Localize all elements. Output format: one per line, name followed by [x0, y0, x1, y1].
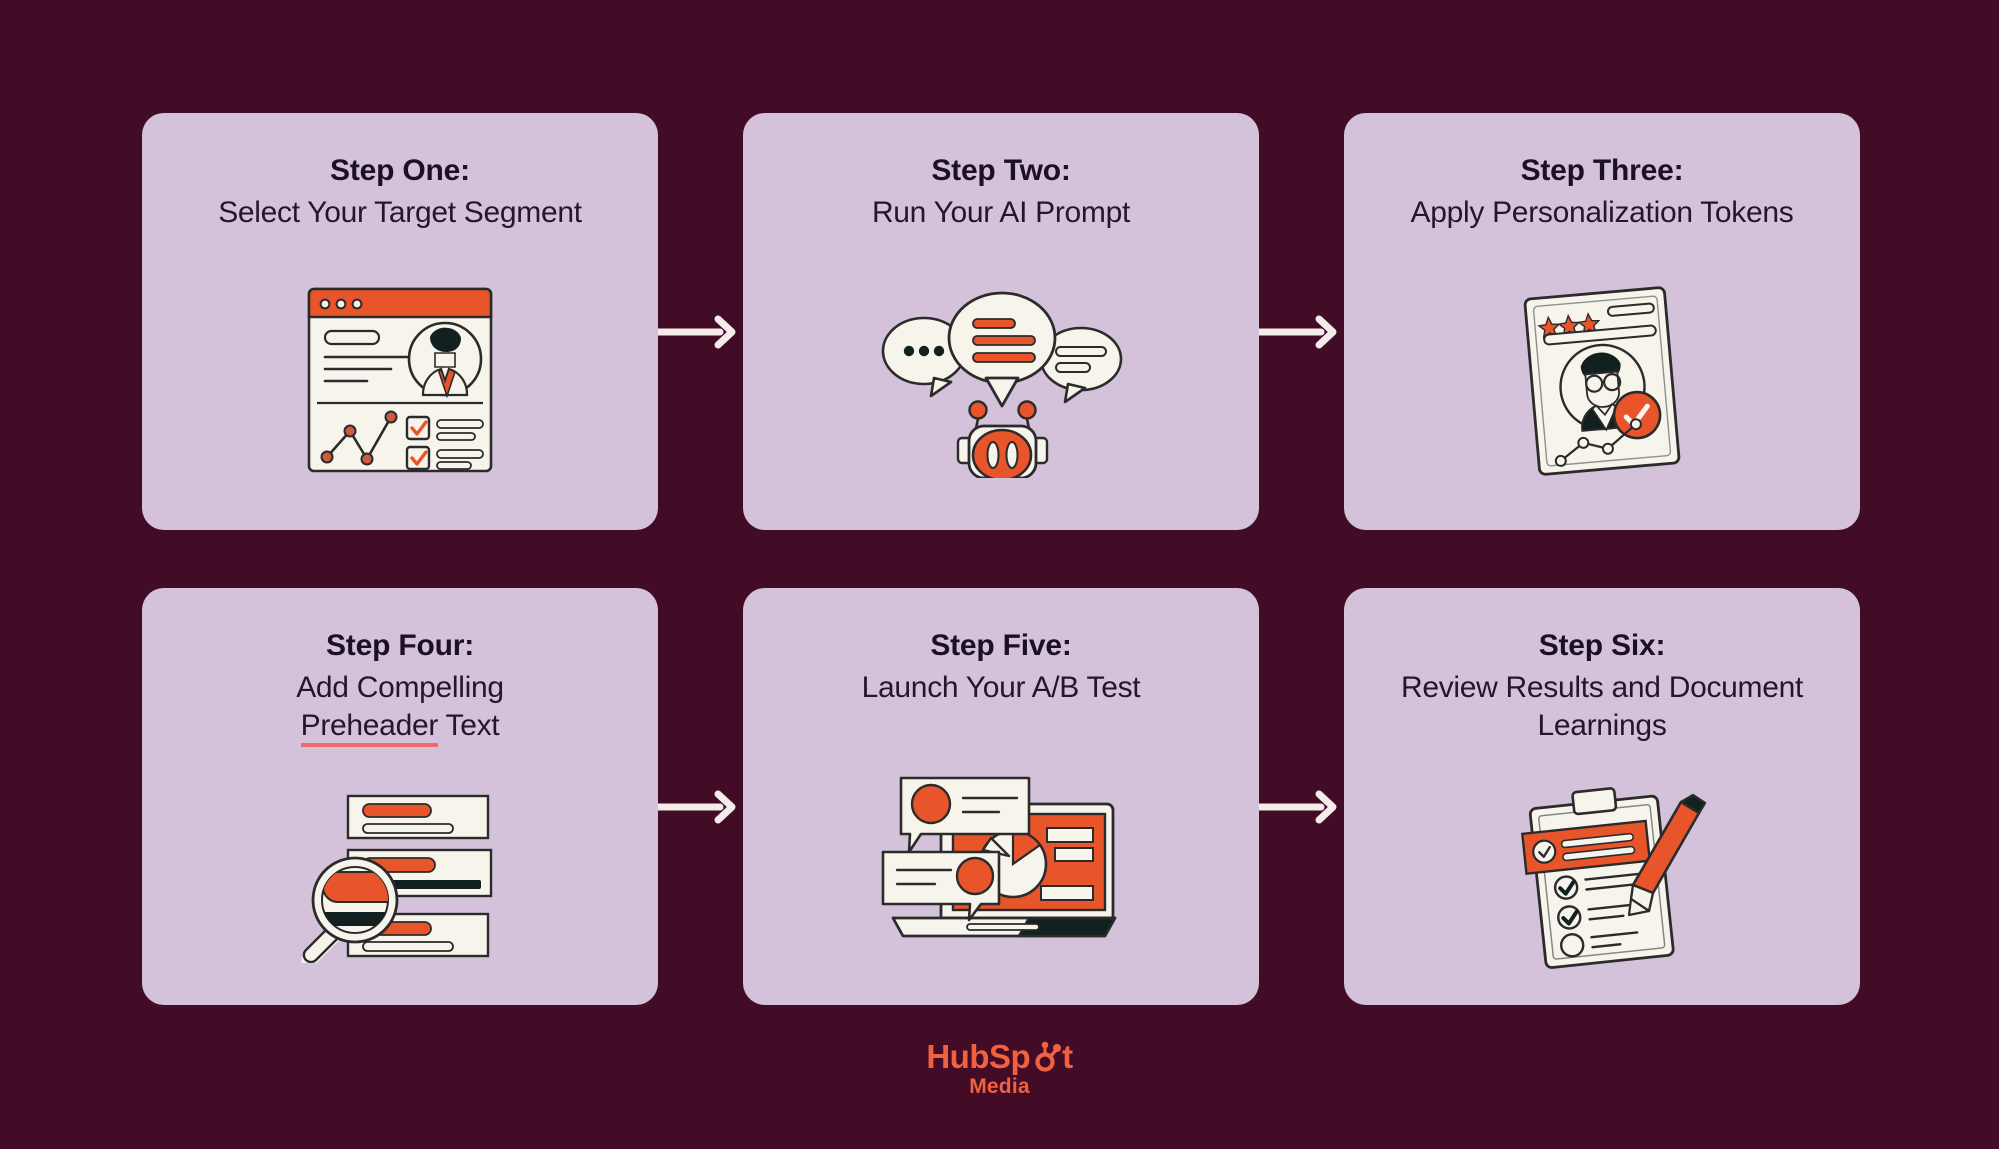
step-card-one[interactable]: Step One: Select Your Target Segment	[142, 113, 658, 530]
checklist-item-two	[1556, 902, 1641, 930]
step-four-subtitle-tail: Text	[438, 708, 500, 742]
arrow-step-one-to-two	[658, 315, 736, 349]
step-four-title: Step Four:	[326, 629, 474, 662]
arrow-step-two-to-three	[1259, 315, 1337, 349]
steps-grid: Step One: Select Your Target Segment	[142, 113, 1860, 1005]
chatbot-speech-bubbles-icon	[881, 292, 1123, 479]
speech-bubble-left	[881, 317, 967, 398]
checklist-item-one	[1553, 872, 1642, 900]
hubspot-wordmark-post: t	[1062, 1038, 1073, 1075]
chat-bubble-lower	[881, 850, 1000, 922]
hubspot-wordmark-pre: HubSp	[926, 1038, 1031, 1075]
arrow-step-four-to-five	[658, 790, 736, 824]
step-five-illustration	[743, 707, 1259, 1005]
chat-bubble-upper	[899, 776, 1030, 854]
clipboard-checklist-pencil-icon	[1520, 787, 1706, 970]
step-six-title: Step Six:	[1538, 629, 1666, 662]
hubspot-sprocket-icon	[1035, 1041, 1062, 1072]
star-rating	[1537, 312, 1601, 339]
step-four-subtitle: Add Compelling Preheader Text	[274, 669, 526, 747]
step-one-title: Step One:	[330, 154, 470, 187]
highlighted-row	[1520, 819, 1651, 876]
step-card-three[interactable]: Step Three: Apply Personalization Tokens	[1344, 113, 1860, 530]
step-two-title: Step Two:	[931, 154, 1071, 187]
magnifier-icon	[301, 856, 398, 963]
step-four-subtitle-line-one: Add Compelling	[296, 670, 504, 704]
laptop-analytics-icon	[881, 776, 1116, 938]
step-card-four[interactable]: Step Four: Add Compelling Preheader Text	[142, 588, 658, 1005]
contact-profile-card-icon	[1523, 286, 1681, 476]
step-six-subtitle: Review Results and Document Learnings	[1400, 670, 1804, 742]
hubspot-media-label: Media	[969, 1075, 1030, 1098]
step-two-illustration	[743, 232, 1259, 530]
step-six-illustration	[1344, 745, 1860, 1005]
checklist-item-three	[1559, 931, 1638, 958]
step-one-illustration	[142, 232, 658, 530]
step-card-six[interactable]: Step Six: Review Results and Document Le…	[1344, 588, 1860, 1005]
step-five-subtitle: Launch Your A/B Test	[861, 670, 1141, 704]
step-three-subtitle: Apply Personalization Tokens	[1410, 195, 1794, 229]
speech-bubble-center	[947, 292, 1057, 408]
hubspot-media-logo[interactable]: HubSp t Media	[0, 1040, 1999, 1099]
pencil-icon	[1627, 793, 1706, 917]
step-card-five[interactable]: Step Five: Launch Your A/B Test	[743, 588, 1259, 1005]
step-two-subtitle: Run Your AI Prompt	[871, 195, 1131, 229]
speech-bubble-right	[1039, 327, 1123, 404]
magnifier-email-list-icon	[301, 794, 492, 963]
step-three-illustration	[1344, 232, 1860, 530]
step-four-illustration	[142, 745, 658, 1005]
email-row-top	[346, 794, 489, 839]
step-one-subtitle: Select Your Target Segment	[218, 195, 582, 229]
browser-dashboard-icon	[307, 287, 493, 473]
step-three-title: Step Three:	[1520, 154, 1684, 187]
arrow-step-five-to-six	[1259, 790, 1337, 824]
robot-icon	[956, 400, 1049, 479]
step-card-two[interactable]: Step Two: Run Your AI Prompt	[743, 113, 1259, 530]
step-four-preheader-highlight: Preheader	[300, 708, 438, 747]
hubspot-wordmark: HubSp t	[926, 1038, 1073, 1075]
step-five-title: Step Five:	[930, 629, 1072, 662]
